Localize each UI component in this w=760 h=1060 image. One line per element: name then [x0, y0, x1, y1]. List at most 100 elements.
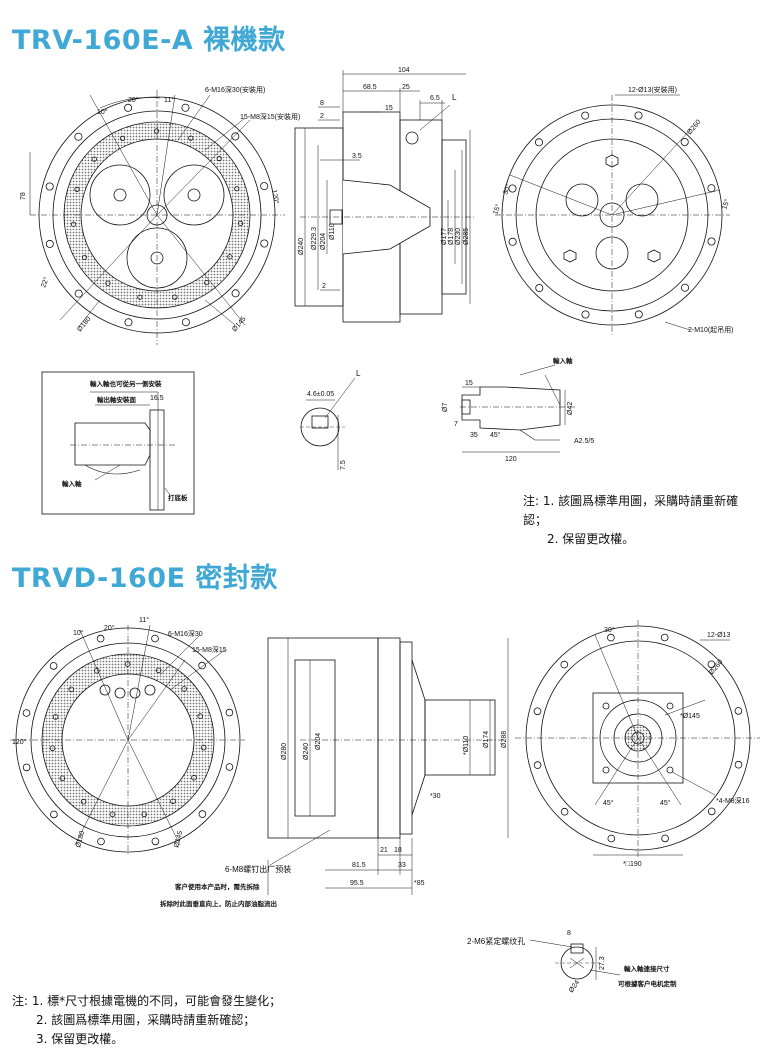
bolt-hole: [198, 810, 207, 818]
s2-rear-label: 45°: [603, 799, 614, 807]
bolt-hole: [124, 103, 133, 112]
s2-key-label: 27.3: [599, 956, 606, 970]
bolt-hole: [200, 744, 207, 751]
bolt-hole: [105, 280, 111, 286]
s1-side-dim: 15: [385, 105, 393, 112]
bolt-hole: [225, 763, 234, 771]
bolt-hole: [74, 289, 83, 298]
s1-shaft-label: 35: [470, 432, 478, 439]
bolt-hole: [231, 132, 240, 141]
bolt-hole: [581, 111, 590, 120]
s1-side-dim: 104: [398, 67, 410, 74]
bolt-hole: [141, 811, 148, 818]
s2-side-dim: 18: [394, 847, 402, 854]
s1-side-dim: Ø230: [455, 228, 462, 245]
s2-front-label: 20°: [104, 624, 115, 632]
s2-rear-label: 45°: [660, 799, 671, 807]
s1-rear-label: 12-Ø13(安裝用): [628, 85, 677, 94]
bolt-hole: [188, 135, 194, 141]
s1-side-dim: 3.5: [352, 153, 362, 160]
s1-key-detail: [300, 377, 356, 470]
s2-side-dim: Ø288: [501, 731, 508, 748]
bolt-hole: [634, 310, 643, 319]
s1-side-dim: Ø204: [320, 233, 327, 250]
bolt-hole: [634, 111, 643, 120]
s1-front-label: 10°: [97, 108, 108, 116]
bolt-hole: [227, 254, 233, 260]
s1-front-view: [29, 90, 285, 345]
s1-inset-label: 輸入軸也可從另一側安裝: [90, 379, 162, 388]
bolt-hole: [260, 239, 269, 248]
bolt-hole: [68, 686, 75, 693]
s1-rear-view: [495, 94, 730, 335]
bolt-hole: [151, 837, 160, 846]
s1-shaft-label: Ø7: [442, 403, 449, 412]
s2-side-dim: Ø240: [303, 743, 310, 760]
s1-side-dim: Ø240: [298, 238, 305, 255]
s1-side-dim: Ø178: [448, 228, 455, 245]
bolt-hole: [660, 633, 669, 642]
s2-front-label: Ø145: [173, 830, 184, 848]
s1-rear-label: 2-M10(起吊用): [688, 326, 734, 334]
s2-front-label: 120°: [12, 738, 27, 746]
bolt-hole: [181, 318, 190, 327]
bolt-hole: [216, 155, 222, 162]
note-line: 注: 1. 該圖爲標準用圖，采購時請重新確認；: [523, 494, 739, 527]
s2-side-dim: 81.5: [352, 862, 366, 869]
s2-side-dim: Ø204: [315, 733, 322, 750]
note-line: 2. 保留更改權。: [547, 532, 635, 546]
s2-side-note: 拆除时此面垂直向上，防止内部油脂流出: [160, 899, 277, 908]
s2-rear-label: *□190: [623, 861, 642, 868]
s1-key-label: 4.6±0.05: [307, 391, 334, 398]
bolt-hole: [707, 660, 716, 669]
s2-rear-label: *Ø145: [680, 713, 700, 720]
bolt-hole: [535, 138, 544, 147]
s1-shaft-label: 輸入軸: [553, 356, 573, 365]
s2-rear-label: *4-M8深16: [716, 796, 750, 805]
s2-side-dim: *Ø110: [463, 736, 470, 755]
s2-side-view: [267, 637, 509, 895]
bolt-hole: [231, 289, 240, 298]
bolt-hole: [170, 798, 176, 805]
s1-front-label: 15-M8深15(安裝用): [240, 112, 300, 121]
bolt-hole: [22, 763, 31, 772]
s2-key-detail: [529, 939, 621, 980]
s1-side-dim: 68.5: [363, 84, 377, 91]
bolt-hole: [198, 661, 206, 670]
s1-side-dim: 6.5: [430, 95, 440, 102]
s2-rear-label: 30°: [604, 626, 615, 634]
bolt-hole: [124, 318, 133, 327]
s1-shaft-label: A2.5/5: [574, 438, 594, 445]
s2-side-dim: *30: [430, 793, 441, 800]
bolt-hole: [96, 634, 105, 643]
s1-shaft: [460, 364, 575, 453]
bolt-hole: [181, 686, 188, 692]
bolt-hole: [204, 280, 210, 286]
s2-side-note: 客户使用本产品时，需先拆除: [174, 882, 260, 891]
bolt-hole: [52, 714, 59, 720]
bolt-hole: [661, 834, 669, 843]
s1-side-dim: Ø110: [329, 223, 336, 240]
s1-side-dim: 8: [320, 100, 324, 107]
bolt-hole: [109, 811, 116, 818]
s1-inset-label: 輸入軸: [62, 479, 82, 488]
bolt-hole: [681, 283, 690, 292]
s1-front-label: 11°: [164, 96, 174, 104]
s1-front-label: Ø180: [76, 316, 92, 334]
s2-side-dim: 95.5: [350, 880, 364, 887]
s1-front-label: 6-M16深30(安裝用): [205, 85, 265, 94]
s1-shaft-label: 45°: [490, 431, 501, 439]
bolt-hole: [137, 294, 143, 300]
s1-side-dim: Ø177: [441, 228, 448, 245]
bolt-hole: [45, 239, 54, 248]
s1-front-label: 20°: [128, 96, 139, 104]
bolt-hole: [734, 760, 743, 769]
s2-side-dim: 21: [380, 847, 388, 854]
bolt-hole: [234, 186, 240, 192]
section1-title: TRV-160E-A 裸機款: [12, 25, 286, 56]
bolt-hole: [172, 294, 178, 300]
s2-key-label: 2-M6紧定螺纹孔: [467, 936, 525, 946]
note-line: 注: 1. 標*尺寸根據電機的不同，可能會發生變化；: [12, 994, 282, 1008]
bolt-hole: [74, 132, 83, 141]
